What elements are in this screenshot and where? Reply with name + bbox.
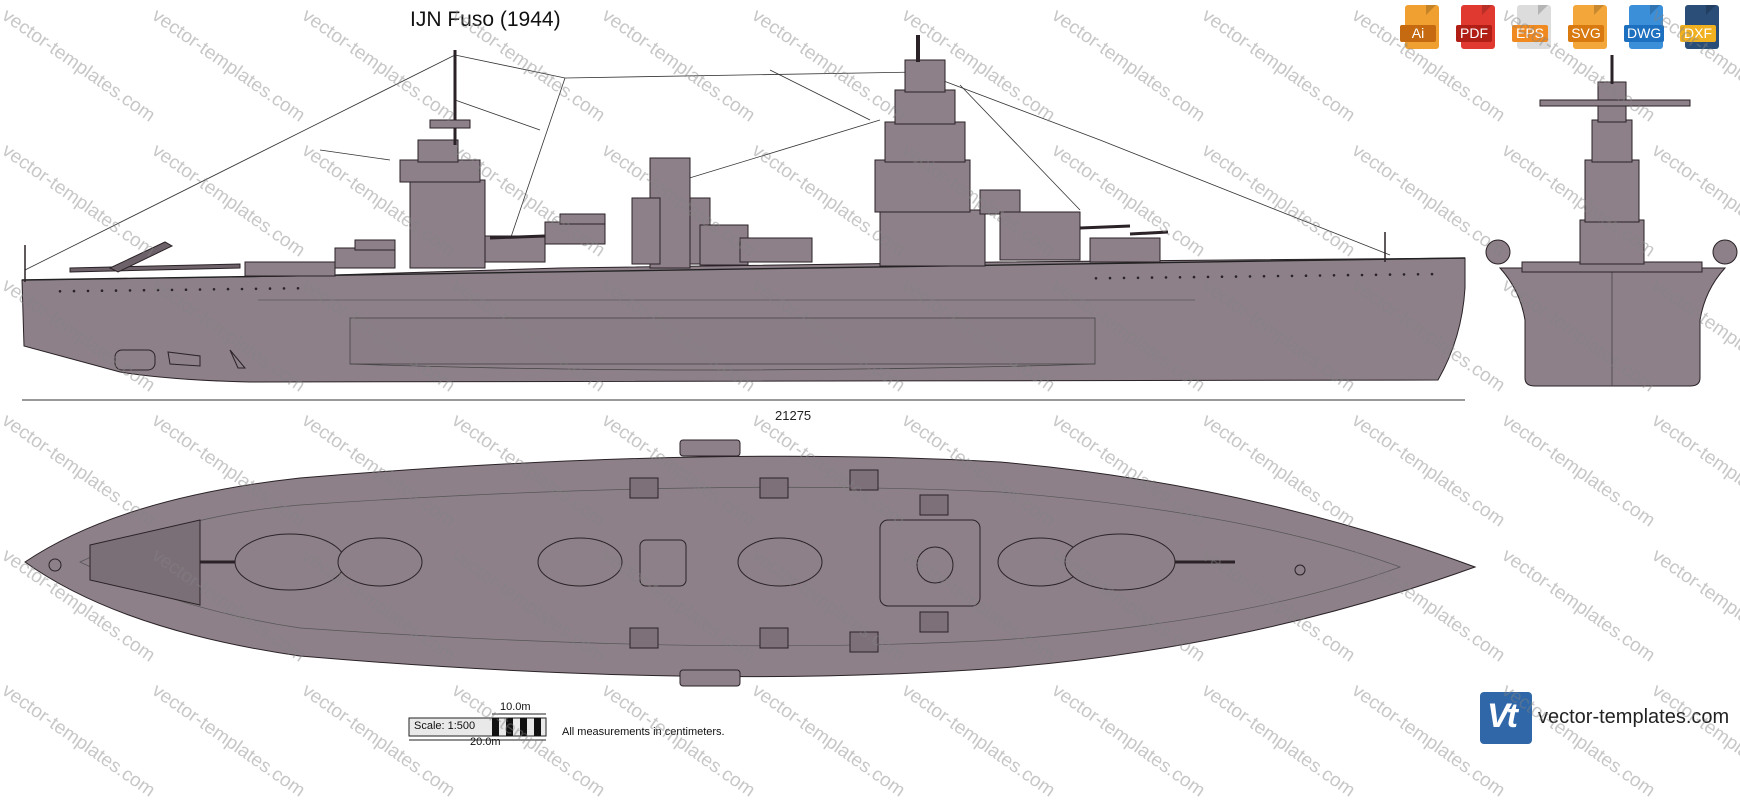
crane	[108, 241, 174, 273]
secondary-mounts	[629, 469, 949, 653]
ai-download-button[interactable]: Ai	[1400, 5, 1442, 53]
pdf-download-button[interactable]: PDF	[1456, 5, 1498, 53]
ship-blueprint	[21, 35, 1738, 741]
eps-download-button[interactable]: EPS	[1512, 5, 1554, 53]
scale-small-distance: 10.0m	[500, 701, 531, 713]
front-view	[1485, 55, 1738, 387]
brand-logo-text: Vt	[1487, 697, 1518, 735]
pagoda-base	[879, 209, 986, 267]
armor-belt	[349, 317, 1096, 365]
top-turrets	[234, 533, 1176, 591]
svg-download-button[interactable]: SVG	[1568, 5, 1610, 53]
dwg-download-button[interactable]: DWG	[1624, 5, 1666, 53]
forward-turret-1	[1089, 237, 1161, 263]
bridge-top	[879, 519, 981, 607]
side-profile	[21, 35, 1466, 383]
waterline-curve	[349, 363, 1096, 371]
scale-large-distance: 20.0m	[470, 736, 501, 748]
boat-top-1	[679, 439, 741, 457]
scale-label-box: Scale: 1:500	[409, 718, 546, 736]
length-dimension: 21275	[775, 408, 812, 423]
mainmast-tower	[409, 179, 486, 269]
funnel-top	[639, 539, 687, 587]
mid-turret	[739, 237, 813, 263]
pagoda-mid	[874, 159, 971, 213]
brand-logo[interactable]: Vt	[1480, 692, 1532, 744]
dxf-download-button[interactable]: DXF	[1680, 5, 1722, 53]
portholes	[58, 272, 1434, 293]
aft-turret-2	[484, 235, 546, 263]
catapult	[69, 263, 241, 273]
propeller	[167, 351, 201, 367]
aft-deckhouse	[244, 261, 336, 277]
measurement-note: All measurements in centimeters.	[562, 726, 725, 738]
rudder	[114, 349, 156, 371]
page-title: IJN Fuso (1944)	[410, 8, 561, 31]
boat-top-2	[679, 669, 741, 687]
boat-right	[1712, 239, 1738, 265]
top-view	[24, 439, 1477, 687]
brand-name[interactable]: vector-templates.com	[1538, 706, 1730, 728]
scale-label: Scale: 1:500	[411, 720, 479, 732]
forward-turret-2	[999, 211, 1081, 261]
front-hull	[1498, 267, 1727, 387]
front-superstructure	[1579, 219, 1645, 265]
aft-deck-planking	[89, 519, 201, 606]
boat-left	[1485, 239, 1511, 265]
aft-turret-1	[334, 247, 396, 269]
